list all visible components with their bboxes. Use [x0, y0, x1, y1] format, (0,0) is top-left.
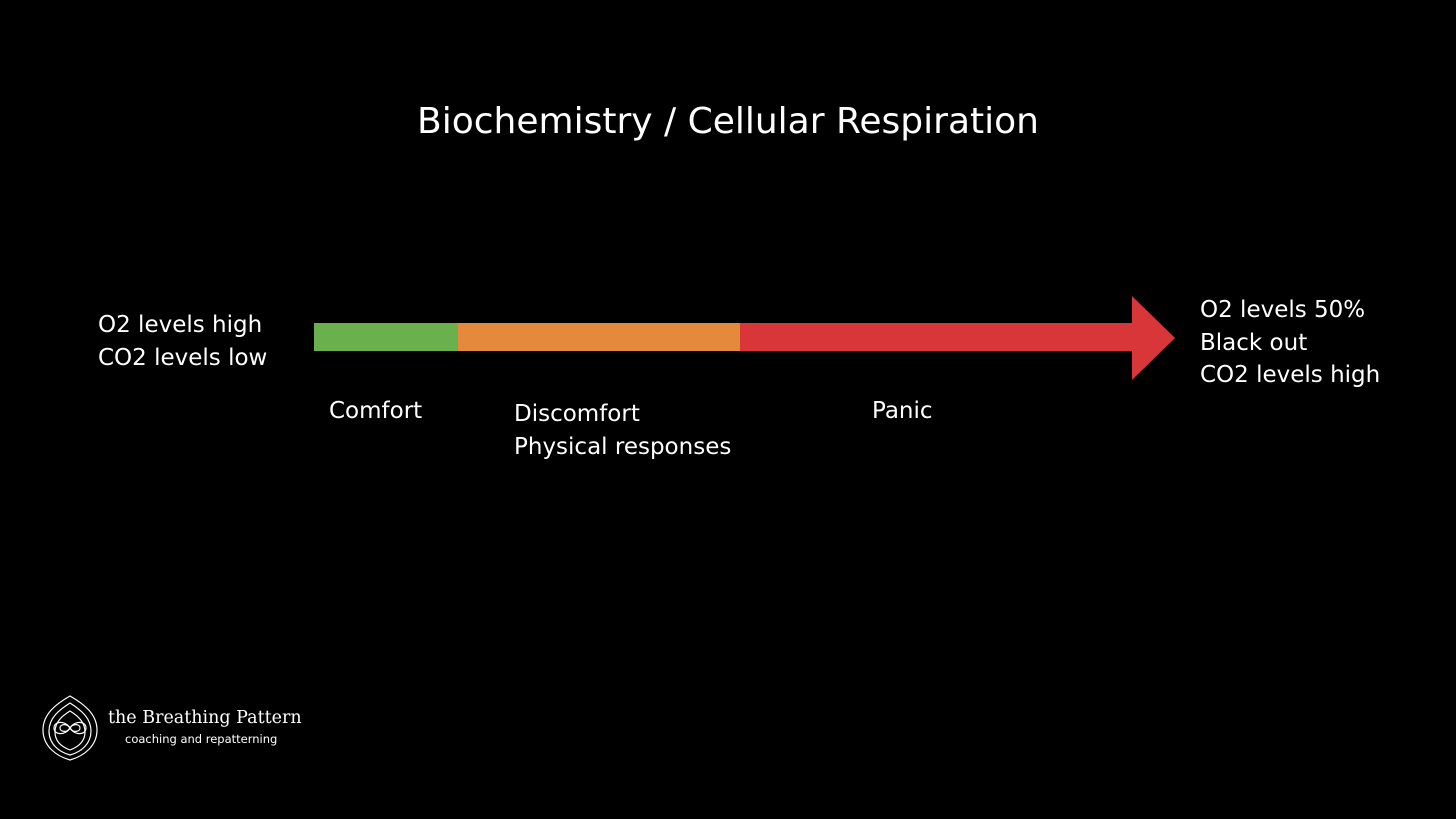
stage-label-line: Discomfort [514, 401, 640, 427]
brand-logo: the Breathing Pattern coaching and repat… [40, 694, 320, 764]
start-label-line: CO2 levels low [98, 344, 268, 371]
start-label-line: O2 levels high [98, 312, 263, 338]
end-label: O2 levels 50% Black out CO2 levels high [1200, 294, 1380, 392]
stage-label-comfort: Comfort [329, 395, 422, 428]
comfort-segment [314, 323, 459, 351]
breathing-pattern-logo-icon [42, 695, 98, 761]
stage-label-discomfort: Discomfort Physical responses [514, 398, 731, 463]
start-label: O2 levels high CO2 levels low [98, 309, 267, 374]
end-label-line: O2 levels 50% [1200, 297, 1366, 323]
stage-label-line: Physical responses [514, 433, 732, 460]
panic-segment [740, 323, 1134, 351]
logo-name: the Breathing Pattern [108, 708, 302, 728]
slide-title: Biochemistry / Cellular Respiration [417, 101, 1039, 142]
logo-tagline: coaching and repatterning [125, 732, 278, 746]
end-label-line: Black out [1200, 329, 1308, 356]
arrow-head [1132, 296, 1175, 380]
stage-label-panic: Panic [872, 395, 933, 428]
stage-label-line: Comfort [329, 398, 423, 424]
end-label-line: CO2 levels high [1200, 362, 1381, 388]
discomfort-segment [458, 323, 741, 351]
stage-label-line: Panic [872, 398, 933, 424]
